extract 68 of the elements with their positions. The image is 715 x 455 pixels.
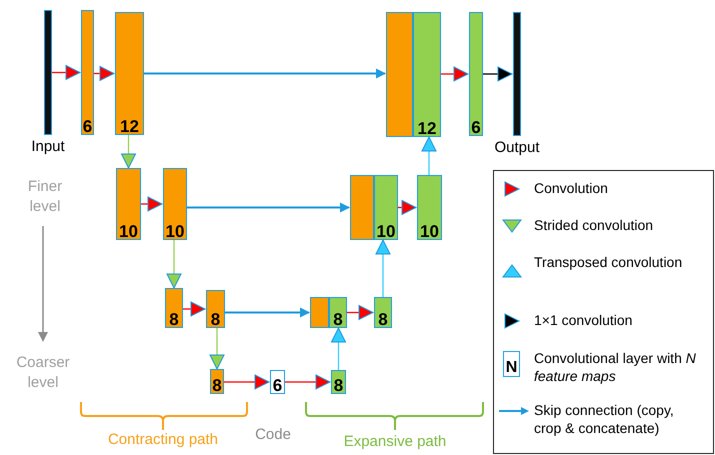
feature-map-layer <box>513 12 521 136</box>
layer-size: 8 <box>333 311 343 328</box>
feature-map-layer <box>350 175 374 240</box>
feature-map-layer <box>163 168 187 240</box>
layer-size: 10 <box>166 223 184 240</box>
feature-map-layer <box>386 12 413 137</box>
layer-size: 12 <box>120 118 139 135</box>
feature-map-layer <box>165 288 183 328</box>
operation-arrow <box>347 305 374 320</box>
layer-size: 6 <box>471 119 481 136</box>
feature-map-layer <box>115 12 144 135</box>
operation-arrow <box>94 66 114 81</box>
operation-arrow <box>224 374 270 390</box>
feature-map-layer <box>310 297 329 328</box>
layer-size: 6 <box>82 118 92 135</box>
skip-connection-arrow <box>187 202 350 212</box>
feature-map-layer <box>81 10 94 135</box>
path-label: Contracting path <box>106 430 220 450</box>
layer-size: 8 <box>378 311 388 328</box>
operation-arrow <box>376 240 390 297</box>
operation-arrow <box>183 302 206 316</box>
layer-size: 8 <box>210 311 220 328</box>
feature-map-layer <box>417 175 442 240</box>
operation-arrow <box>331 328 346 370</box>
legend-text: Skip connection (copy, crop & concatenate) <box>534 401 675 438</box>
operation-arrow <box>398 200 416 215</box>
operation-arrow <box>422 136 436 175</box>
legend-text: Convolutional layer with N feature maps <box>534 349 696 386</box>
operation-arrow <box>210 328 224 370</box>
feature-map-layer <box>413 12 441 137</box>
path-label: Expansive path <box>342 432 448 452</box>
layer-size: 10 <box>376 223 396 240</box>
feature-map-layer <box>329 297 347 328</box>
feature-map-layer <box>469 12 483 136</box>
layer-size: 10 <box>119 223 138 240</box>
feature-map-layer <box>210 369 224 394</box>
feature-map-layer <box>270 370 285 394</box>
layer-size: 10 <box>420 223 439 240</box>
layer-size: 8 <box>212 377 222 394</box>
code-label: Code <box>254 425 292 444</box>
feature-map-layer <box>374 297 392 328</box>
legend-text: Convolution <box>534 179 609 198</box>
operation-arrow <box>121 135 136 168</box>
legend-sample-letter: N <box>506 360 518 376</box>
operation-arrow <box>166 240 182 288</box>
feature-map-layer <box>44 10 52 135</box>
skip-connection-arrow <box>144 68 386 78</box>
layer-size: 8 <box>169 311 179 328</box>
feature-map-layer <box>116 168 141 240</box>
legend-text: Strided convolution <box>534 216 654 234</box>
layer-caption: Output <box>494 139 540 156</box>
operation-arrow <box>441 66 468 82</box>
legend-text: Transposed convolution <box>534 253 684 272</box>
level-label: Coarser level <box>15 353 71 392</box>
layer-size: 6 <box>272 377 282 394</box>
operation-arrow <box>285 374 330 390</box>
feature-map-layer <box>374 175 398 240</box>
layer-caption: Input <box>31 138 65 155</box>
operation-arrow <box>483 66 512 82</box>
operation-arrow <box>52 65 80 80</box>
feature-map-layer <box>206 290 225 328</box>
layer-size: 12 <box>418 120 436 137</box>
legend-text: 1×1 convolution <box>534 311 634 330</box>
layer-size: 8 <box>334 377 344 394</box>
operation-arrow <box>141 196 162 212</box>
skip-connection-arrow <box>225 308 310 318</box>
feature-map-layer <box>331 370 346 394</box>
level-label: Finer level <box>26 177 64 216</box>
